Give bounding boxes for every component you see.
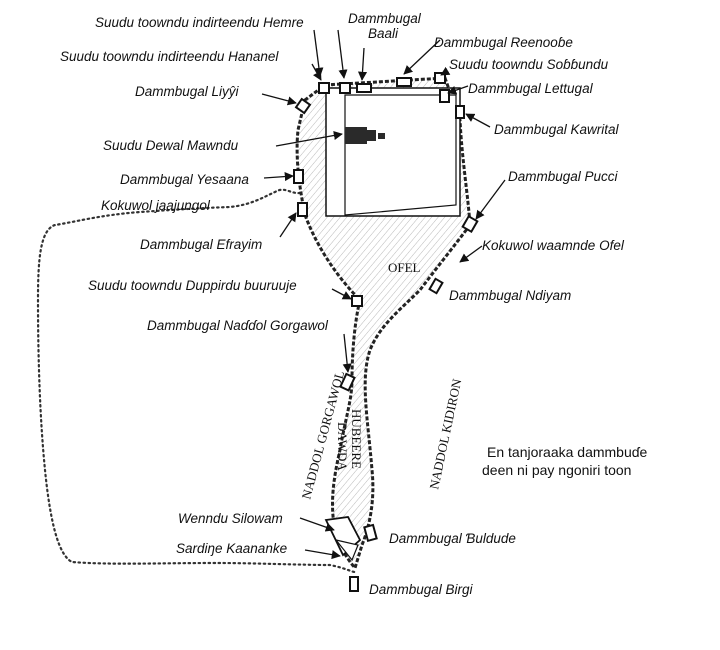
tower-baali-marker — [356, 83, 372, 93]
tower-naddol-marker — [339, 372, 356, 392]
tower-efrayim-marker — [297, 202, 308, 217]
label-tower-kawrital: Dammbugal Kawrital — [494, 122, 620, 137]
label-tower-baali: Dammbugal Baali — [348, 11, 425, 41]
pointer-arrows — [261, 29, 506, 560]
label-gate-duppirdu: Suudu toowndu Duppirdu buuruuje — [88, 278, 297, 293]
label-wall-jaajungol: Kokuwol jaajungol — [101, 198, 211, 213]
label-hubeere-1: HUBEERE — [349, 409, 364, 469]
label-gate-hananel: Suudu toowndu indirteendu Hananel — [60, 49, 279, 64]
label-gate-hemre: Suudu toowndu indirteendu Hemre — [95, 15, 304, 30]
label-tower-baali-text: Dammbugal — [348, 11, 422, 26]
tower-sobbundu-marker — [434, 72, 446, 84]
temple-altar — [378, 133, 385, 139]
note-line-2: deen ni pay ngoniri toon — [482, 462, 631, 478]
label-tower-ndiyam: Dammbugal Ndiyam — [449, 288, 571, 303]
label-tower-birgi: Dammbugal Birgi — [369, 582, 474, 597]
tower-kawrital-marker — [455, 105, 465, 119]
city-wall — [295, 76, 472, 572]
tower-duppirdu-marker — [351, 295, 363, 307]
label-tower-buldude: Dammbugal Ɓuldude — [389, 531, 516, 546]
garden-king — [334, 539, 359, 562]
temple-inner — [344, 94, 457, 216]
tower-liyyi-marker — [294, 97, 312, 115]
label-area-ofel: OFEL — [388, 260, 421, 275]
tower-hemre-marker — [339, 82, 351, 94]
tower-pucci-marker — [461, 214, 479, 234]
wall-towers — [293, 72, 479, 592]
broad-wall-outline — [36, 188, 357, 574]
label-gate-dewal-mawndu: Suudu Dewal Mawndu — [103, 138, 239, 153]
label-tower-yesaana: Dammbugal Yesaana — [120, 172, 249, 187]
temple-building — [345, 127, 367, 144]
tower-buldude-marker — [363, 523, 378, 543]
temple-porch — [366, 130, 376, 141]
label-tower-naddol: Dammbugal Naɗɗol Gorgawol — [147, 318, 329, 333]
tower-yesaana-marker — [293, 169, 304, 184]
label-pool-silowam: Wenndu Silowam — [178, 511, 283, 526]
tower-birgi-marker — [349, 576, 359, 592]
label-garden-kaananke: Sardiŋe Kaananke — [176, 541, 287, 556]
label-wall-waamnde-ofel: Kokuwol waamnde Ofel — [482, 238, 625, 253]
label-valley-kidiron: NADDOL KIDIRON — [426, 377, 464, 491]
label-tower-liyyi: Dammbugal Liyŷi — [135, 84, 240, 99]
label-tower-lettugal: Dammbugal Lettugal — [468, 81, 594, 96]
label-tower-efrayim: Dammbugal Efrayim — [140, 237, 262, 252]
tower-reenoobe-marker — [396, 77, 412, 87]
label-gate-sobbundu: Suudu toowndu Soɓɓundu — [449, 57, 609, 72]
tower-ndiyam-marker — [428, 277, 444, 295]
label-tower-reenoobe: Dammbugal Reenooɓe — [434, 35, 573, 50]
note-line-1: En tanjoraaka dammbuɗe — [487, 444, 648, 460]
tower-hananel-marker — [318, 82, 330, 94]
label-hubeere-2: DAWDA — [335, 422, 350, 471]
tower-lettugal-marker — [439, 89, 450, 103]
label-tower-baali-text-2: Baali — [368, 26, 399, 41]
label-tower-pucci: Dammbugal Pucci — [508, 169, 619, 184]
